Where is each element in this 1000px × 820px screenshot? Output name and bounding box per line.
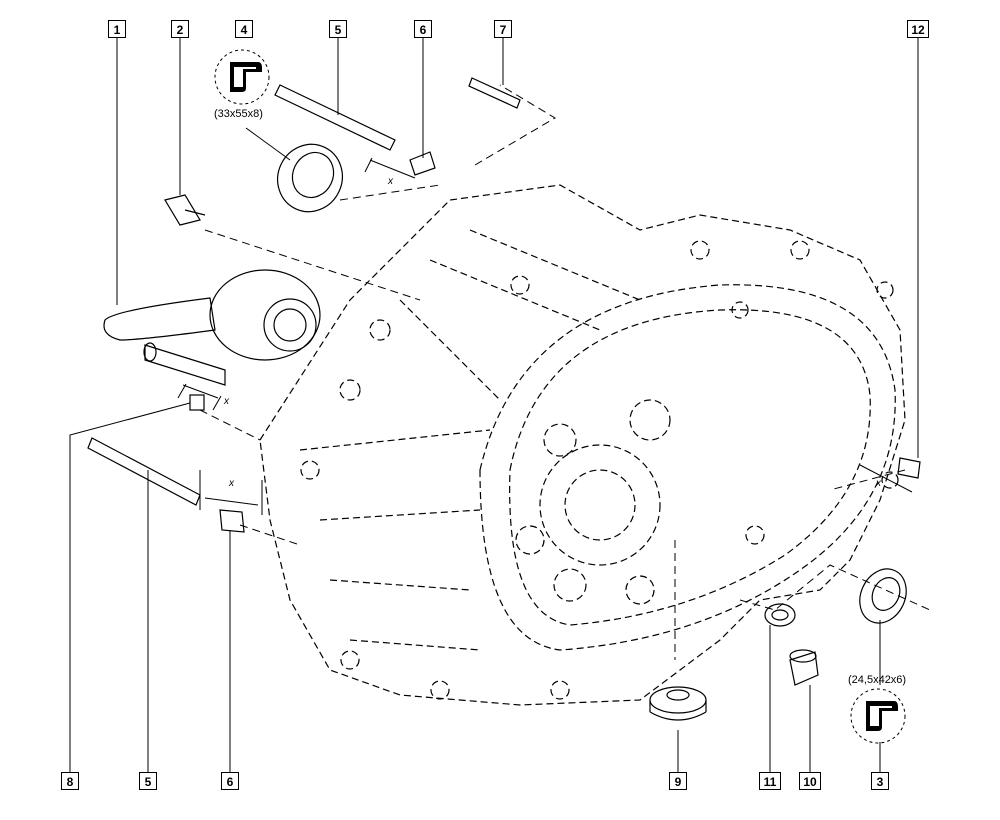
gearbox-housing — [259, 184, 906, 706]
alignment-lines — [199, 84, 931, 660]
callout-5-bottom: 5 — [139, 772, 157, 790]
x-marker: x — [224, 396, 229, 407]
bolt-2 — [164, 194, 206, 226]
callout-2: 2 — [171, 20, 189, 38]
callout-3: 3 — [871, 772, 889, 790]
callout-5-top: 5 — [329, 20, 347, 38]
stud-5-bottom — [87, 437, 201, 506]
x-marker: x — [388, 176, 393, 187]
lip-seal-symbol-icon — [850, 688, 906, 744]
callout-10: 10 — [799, 772, 821, 790]
oil-seal-4 — [277, 143, 343, 213]
plug-10 — [789, 649, 819, 686]
ring-9 — [649, 686, 707, 721]
callout-8: 8 — [61, 772, 79, 790]
callout-leaders — [69, 38, 919, 772]
dowel-6-bottom — [219, 509, 245, 533]
stud-7 — [468, 77, 521, 109]
callout-6-top: 6 — [414, 20, 432, 38]
oil-seal-3 — [859, 568, 907, 624]
callout-7: 7 — [494, 20, 512, 38]
callout-6-bottom: 6 — [221, 772, 239, 790]
dimension-markers — [177, 157, 913, 515]
callout-1: 1 — [108, 20, 126, 38]
seal-dimension-lower: (24,5x42x6) — [848, 674, 907, 686]
x-marker: x — [229, 478, 234, 489]
callout-9: 9 — [669, 772, 687, 790]
callout-12: 12 — [907, 20, 929, 38]
dowel-12 — [897, 457, 921, 479]
stud-5-top — [274, 84, 396, 151]
lip-seal-symbol-icon — [214, 49, 270, 105]
x-marker: x — [876, 478, 881, 489]
callout-4: 4 — [235, 20, 253, 38]
callout-11: 11 — [759, 772, 781, 790]
slave-cylinder — [103, 269, 321, 411]
seal-dimension-upper: (33x55x8) — [214, 108, 263, 120]
washer-11 — [764, 603, 796, 627]
